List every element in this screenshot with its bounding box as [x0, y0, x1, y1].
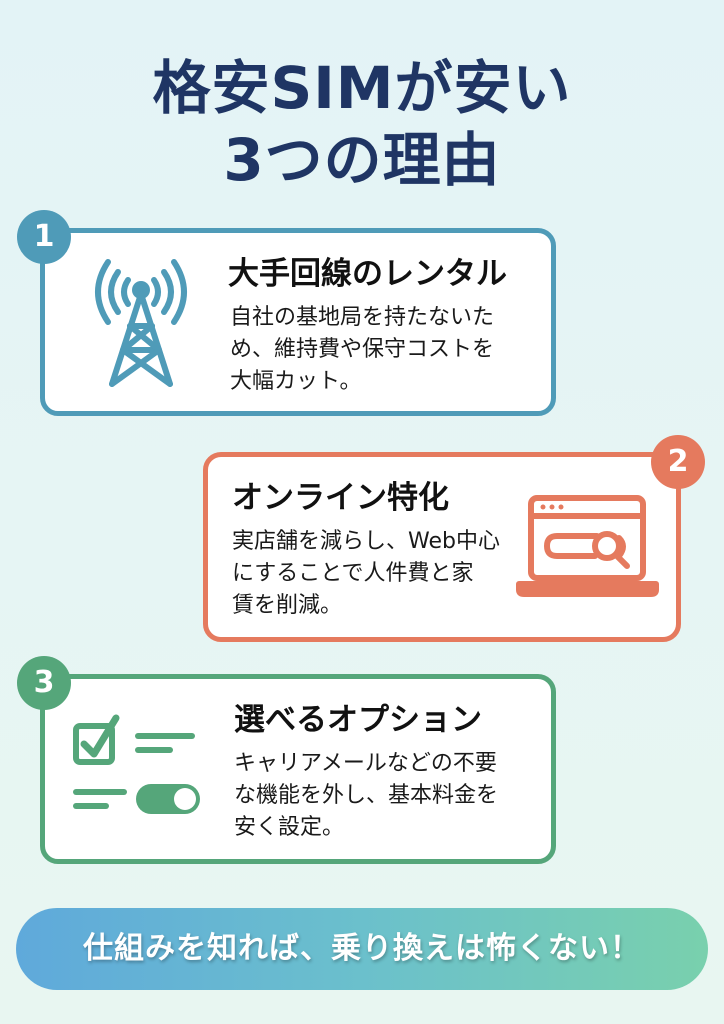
laptop-search-icon — [516, 495, 659, 597]
reason-card-2 — [203, 452, 681, 642]
footer-banner: 仕組みを知れば、乗り換えは怖くない！ — [16, 908, 708, 990]
reason-card-3 — [40, 674, 556, 864]
reason-description-3: キャリアメールなどの不要 な機能を外し、基本料金を 安く設定。 — [234, 751, 499, 840]
cell-tower-icon — [95, 259, 187, 387]
checklist-toggle-icon — [73, 714, 200, 814]
reason-description-1: 自社の基地局を持たないた め、維持費や保守コストを 大幅カット。 — [230, 305, 495, 394]
reason-description-2: 実店舗を減らし、Web中心 にすることで人件費と家 賃を削減。 — [232, 529, 500, 618]
reason-title-3: 選べるオプション — [234, 702, 482, 738]
page-title: 格安SIMが安い 3つの理由 — [0, 52, 724, 196]
title-line-2: 3つの理由 — [223, 126, 501, 194]
reason-card-1 — [40, 228, 556, 416]
reason-number-badge-3: 3 — [17, 656, 71, 710]
reason-title-1: 大手回線のレンタル — [228, 256, 507, 292]
reason-number-badge-2: 2 — [651, 435, 705, 489]
title-line-1: 格安SIMが安い — [152, 54, 572, 122]
reason-title-2: オンライン特化 — [232, 480, 449, 516]
reason-number-badge-1: 1 — [17, 210, 71, 264]
